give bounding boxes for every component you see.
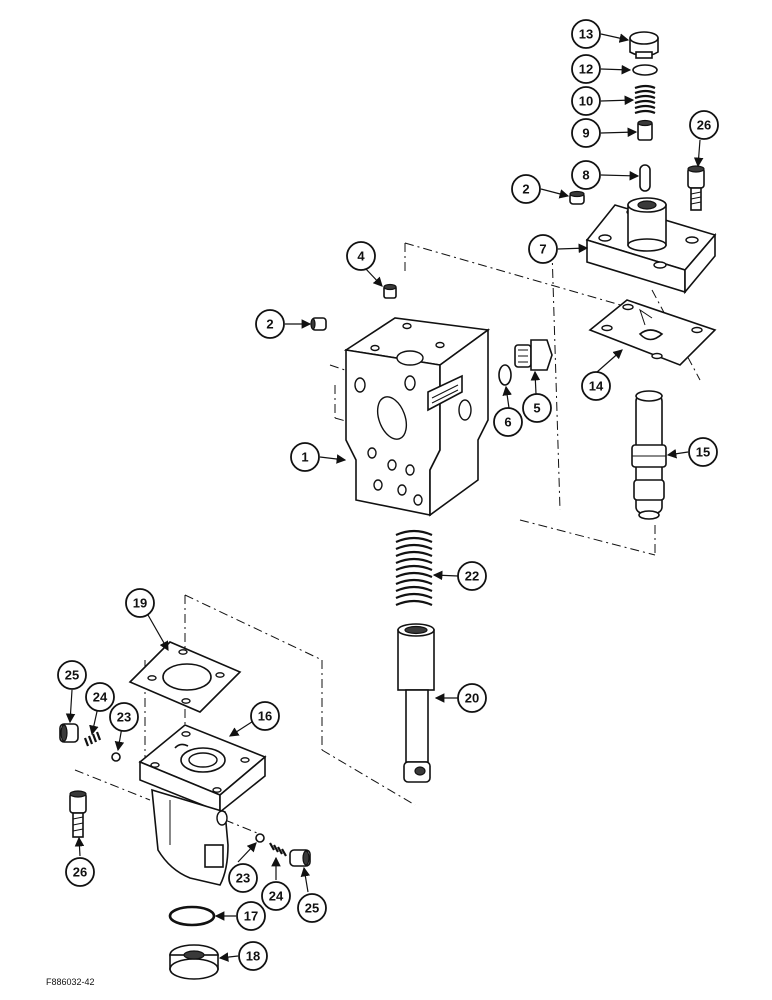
svg-text:26: 26	[73, 865, 87, 880]
o-ring-part-6	[498, 364, 512, 386]
svg-text:8: 8	[582, 168, 589, 183]
callout-1: 1	[290, 442, 320, 472]
svg-text:9: 9	[582, 126, 589, 141]
svg-text:23: 23	[236, 871, 250, 886]
svg-text:5: 5	[533, 401, 540, 416]
leader-lines	[65, 33, 704, 962]
callout-14: 14	[581, 371, 611, 401]
svg-text:1: 1	[301, 450, 308, 465]
svg-text:15: 15	[696, 445, 710, 460]
callout-9: 9	[571, 118, 601, 148]
callout-12: 12	[571, 54, 601, 84]
cap-part-13	[629, 31, 659, 59]
callout-20: 20	[457, 683, 487, 713]
cover-part-7	[585, 197, 717, 295]
bolt-part-26-top	[687, 165, 705, 211]
figure-code: F886032-42	[46, 977, 95, 987]
callout-15: 15	[688, 437, 718, 467]
callout-7: 7	[528, 234, 558, 264]
spring-part-10	[634, 84, 656, 115]
svg-text:19: 19	[133, 596, 147, 611]
piston-part-20	[397, 623, 435, 783]
o-ring-part-17	[168, 905, 216, 927]
callout-13: 13	[571, 19, 601, 49]
plug-part-25-right	[289, 849, 311, 867]
svg-text:2: 2	[266, 317, 273, 332]
valve-body	[343, 317, 491, 517]
callout-19: 19	[125, 588, 155, 618]
plug-part-25-left	[59, 723, 79, 743]
svg-text:22: 22	[465, 569, 479, 584]
svg-text:12: 12	[579, 62, 593, 77]
spring-part-24-right	[269, 842, 287, 857]
plug-part-4	[383, 283, 397, 299]
callout-2-right: 2	[511, 174, 541, 204]
svg-text:20: 20	[465, 691, 479, 706]
callout-8: 8	[571, 160, 601, 190]
svg-text:13: 13	[579, 27, 593, 42]
svg-text:26: 26	[697, 118, 711, 133]
svg-text:25: 25	[305, 901, 319, 916]
svg-text:24: 24	[93, 690, 108, 705]
svg-text:7: 7	[539, 242, 546, 257]
callout-24-right: 24	[261, 881, 291, 911]
ball-part-23-left	[111, 752, 121, 762]
callout-23-right: 23	[228, 863, 258, 893]
callout-10: 10	[571, 86, 601, 116]
svg-text:4: 4	[357, 249, 365, 264]
callout-18: 18	[238, 941, 268, 971]
callout-16: 16	[250, 701, 280, 731]
fitting-part-5	[514, 339, 553, 371]
bolt-part-26-left	[69, 790, 87, 838]
svg-text:25: 25	[65, 668, 79, 683]
svg-text:24: 24	[269, 889, 284, 904]
svg-text:2: 2	[522, 182, 529, 197]
callout-24-left: 24	[85, 682, 115, 712]
pin-part-8	[639, 164, 651, 192]
callout-6: 6	[493, 407, 523, 437]
callout-17: 17	[236, 901, 266, 931]
callout-26-top: 26	[689, 110, 719, 140]
spool-part-15	[631, 390, 667, 520]
callout-25-left: 25	[57, 660, 87, 690]
spool-part-9	[637, 119, 653, 141]
svg-text:10: 10	[579, 94, 593, 109]
callout-23-left: 23	[109, 702, 139, 732]
gasket-part-19	[128, 641, 242, 713]
o-ring-part-12	[632, 64, 658, 76]
callout-26-left: 26	[65, 857, 95, 887]
svg-text:23: 23	[117, 710, 131, 725]
lower-body-part-16	[138, 724, 267, 886]
callout-22: 22	[457, 561, 487, 591]
callout-4: 4	[346, 241, 376, 271]
plug-part-2-right	[569, 190, 585, 205]
callout-25-right: 25	[297, 893, 327, 923]
ball-part-23-right	[255, 833, 265, 843]
svg-text:16: 16	[258, 709, 272, 724]
svg-text:17: 17	[244, 909, 258, 924]
spring-part-22	[395, 529, 433, 607]
svg-text:14: 14	[589, 379, 604, 394]
nut-part-18	[169, 944, 219, 980]
plug-part-2-left	[310, 317, 327, 331]
svg-text:18: 18	[246, 949, 260, 964]
gasket-part-14	[588, 299, 717, 366]
spring-part-24-left	[83, 731, 102, 747]
svg-text:6: 6	[504, 415, 511, 430]
callout-5: 5	[522, 393, 552, 423]
callout-2-left: 2	[255, 309, 285, 339]
